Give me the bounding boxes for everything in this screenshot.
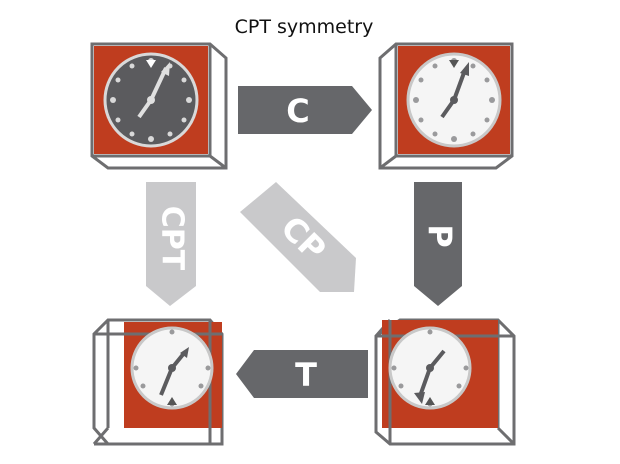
p-arrow: P [414, 182, 462, 306]
top-left-box [90, 42, 228, 170]
t-label: T [295, 356, 317, 394]
t-arrow: T [236, 350, 368, 398]
top-left-clock-icon [103, 52, 199, 148]
c-label: C [286, 92, 309, 130]
top-right-clock-icon [406, 52, 502, 148]
bottom-right-box [374, 318, 516, 446]
p-label: P [421, 224, 459, 247]
cpt-label: CPT [155, 206, 190, 271]
top-right-box [378, 42, 514, 170]
diagram-title: CPT symmetry [234, 16, 374, 38]
bottom-right-clock-icon [388, 326, 472, 410]
cpt-arrow: CPT [146, 182, 196, 306]
bottom-left-box [92, 318, 224, 446]
bottom-left-clock-icon [130, 326, 214, 410]
cp-arrow: CP [240, 182, 356, 292]
c-arrow: C [238, 86, 372, 134]
